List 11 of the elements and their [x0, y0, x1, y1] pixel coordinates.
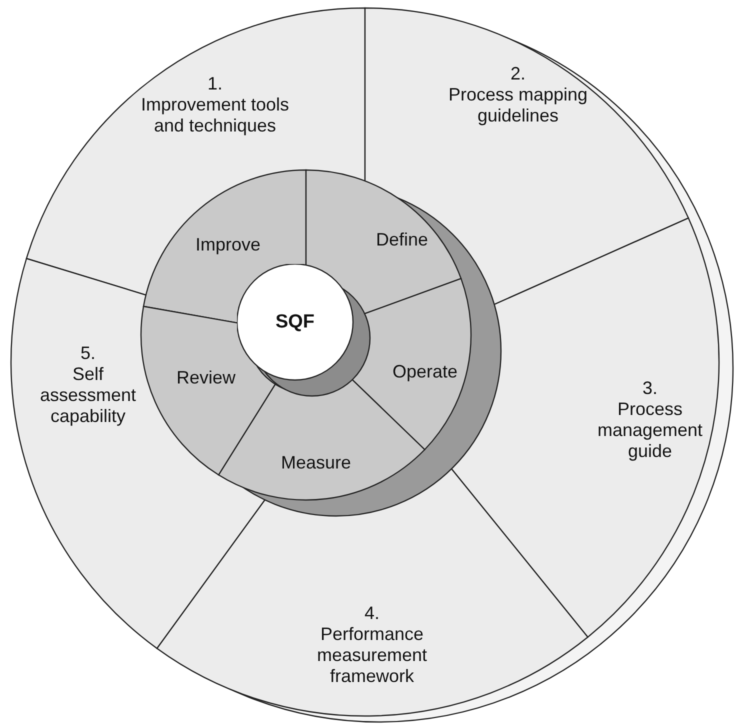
segment-label: Operate: [391, 362, 459, 382]
segment-label: 1. Improvement tools and techniques: [140, 74, 290, 136]
center-label: SQF: [274, 312, 316, 332]
segment-label: 4. Performance measurement framework: [316, 603, 428, 687]
segment-label: 5. Self assessment capability: [38, 343, 138, 427]
segment-label: 3. Process management guide: [596, 378, 704, 462]
segment-label: Define: [374, 230, 430, 250]
segment-label: Measure: [280, 452, 352, 474]
segment-label: 2. Process mapping guidelines: [447, 64, 589, 126]
segment-label: Improve: [194, 234, 262, 256]
segment-label: Review: [175, 368, 237, 388]
